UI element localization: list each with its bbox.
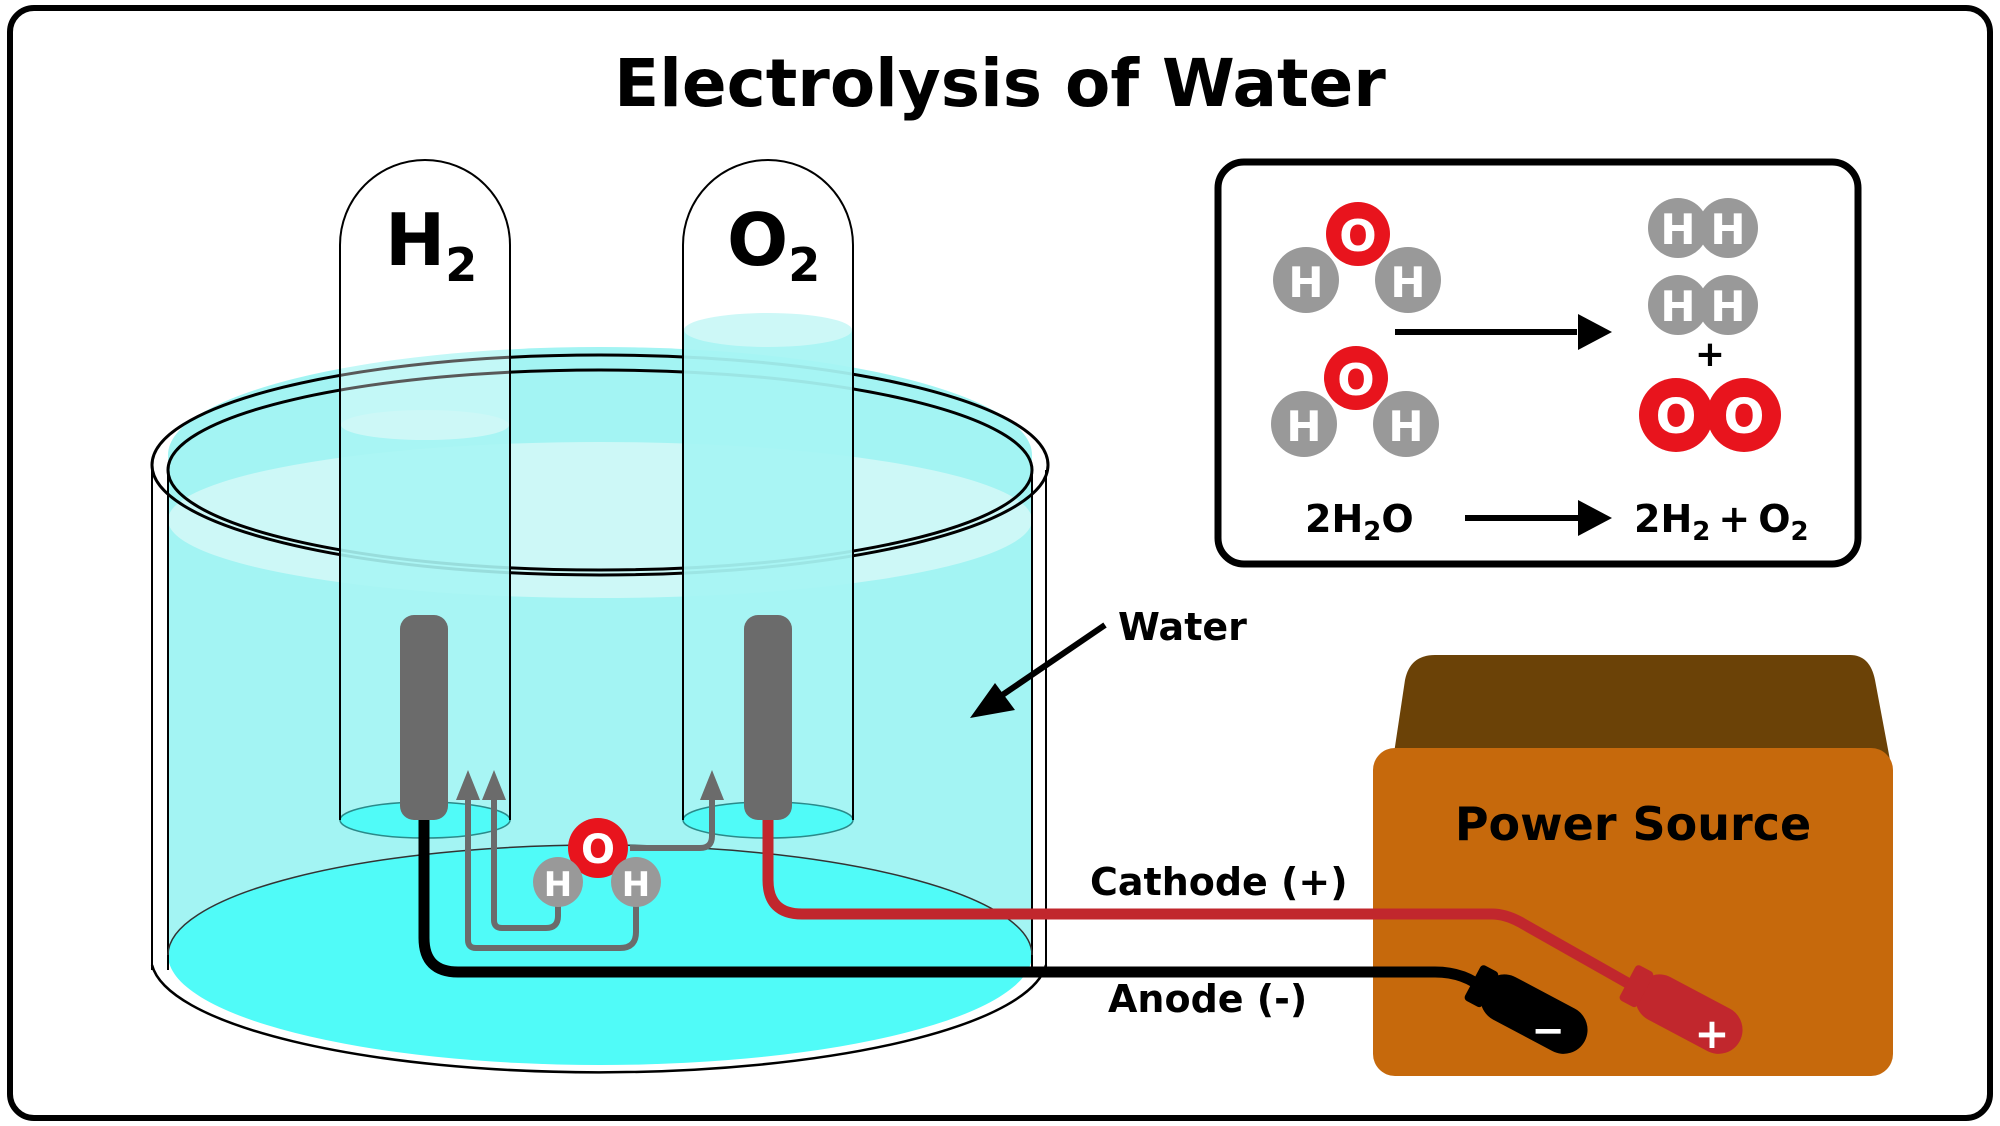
water-bottom <box>168 845 1032 1065</box>
equation-reactant: 2H2O <box>1305 497 1414 547</box>
svg-text:H: H <box>1710 205 1745 254</box>
h2-label: H2 <box>385 198 477 292</box>
water-molecule: O H H <box>1271 346 1439 457</box>
water-label: Water <box>1118 605 1247 649</box>
arrow-up-icon <box>456 770 480 800</box>
beaker <box>150 347 1050 1074</box>
svg-text:H: H <box>1286 402 1321 451</box>
svg-text:H: H <box>1388 402 1423 451</box>
anode-electrode <box>400 615 448 820</box>
beaker-rim-inner <box>166 368 1034 572</box>
arrow-right-icon <box>1578 500 1612 536</box>
positive-plug: + <box>1619 965 1743 1058</box>
negative-plug: − <box>1464 965 1588 1054</box>
equation-products: 2H2+O2 <box>1634 497 1809 547</box>
power-source-label: Power Source <box>1455 797 1811 851</box>
arrow-right-icon <box>1578 314 1612 350</box>
svg-text:O: O <box>1656 389 1697 445</box>
svg-text:H: H <box>1390 258 1425 307</box>
reaction-box: O H H O H H H H H H + <box>1214 158 1862 568</box>
water-pointer-line <box>993 622 1107 703</box>
oxygen-tube: O2 <box>682 159 854 839</box>
svg-text:H: H <box>1288 258 1323 307</box>
arrow-icon <box>970 683 1015 718</box>
center-water-molecule: O H H <box>533 818 661 907</box>
arrowheads <box>456 770 724 800</box>
svg-text:H: H <box>1660 282 1695 331</box>
svg-text:O: O <box>1337 355 1374 406</box>
minus-icon: − <box>1531 1008 1565 1054</box>
water-molecule: O H H <box>1273 202 1441 313</box>
plus-icon: + <box>1694 1009 1729 1058</box>
cathode-label: Cathode (+) <box>1090 860 1348 904</box>
hydrogen-molecules: H H H H <box>1648 198 1758 335</box>
plus-sign: + <box>1695 334 1725 375</box>
arrow-up-icon <box>482 770 506 800</box>
flow-arrows <box>465 785 715 951</box>
arrow-up-icon <box>700 770 724 800</box>
cathode-electrode <box>744 615 792 820</box>
power-source-top <box>1393 655 1890 760</box>
svg-text:H: H <box>1710 282 1745 331</box>
svg-text:H: H <box>544 865 572 905</box>
beaker-rim-outer <box>150 353 1050 577</box>
svg-text:O: O <box>1724 389 1765 445</box>
anode-label: Anode (-) <box>1108 977 1307 1021</box>
svg-text:H: H <box>1660 205 1695 254</box>
oxygen-molecule: O O <box>1639 378 1781 452</box>
svg-text:O: O <box>1339 211 1376 262</box>
diagram-title: Electrolysis of Water <box>614 45 1386 122</box>
power-source: Power Source <box>1373 655 1893 1076</box>
svg-text:O: O <box>581 827 615 873</box>
svg-text:H: H <box>622 865 650 905</box>
o2-label: O2 <box>727 198 820 292</box>
